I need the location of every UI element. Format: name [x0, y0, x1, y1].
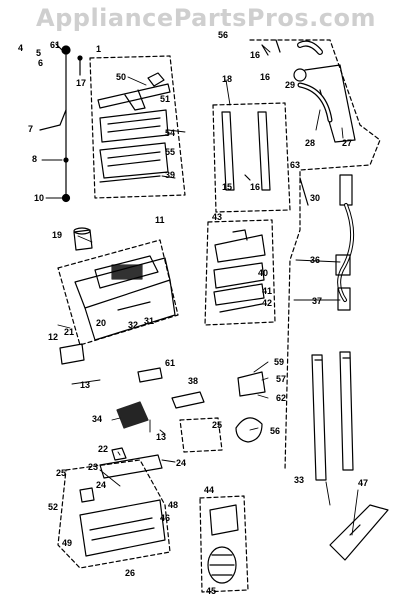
flex-hose [335, 174, 355, 311]
callout-36: 36 [310, 255, 321, 265]
callout-7: 7 [28, 124, 34, 134]
callout-19: 19 [52, 230, 63, 240]
callout-16-b: 16 [260, 72, 271, 82]
callout-8: 8 [32, 154, 38, 164]
callout-17: 17 [76, 78, 87, 88]
callout-46: 46 [160, 513, 171, 523]
part-44-45-tool [207, 504, 239, 584]
callout-56-top: 56 [218, 30, 229, 40]
callout-59: 59 [274, 357, 285, 367]
callout-38: 38 [188, 376, 199, 386]
callout-23: 23 [88, 462, 99, 472]
callout-31: 31 [144, 316, 155, 326]
callout-52: 52 [48, 502, 59, 512]
callout-24-b: 24 [96, 480, 107, 490]
callout-37: 37 [312, 296, 323, 306]
callout-16-c: 16 [250, 182, 261, 192]
callout-1: 1 [96, 44, 102, 54]
wand-tubes [311, 351, 389, 561]
watermark-logo: AppliancePartsPros.com [36, 4, 376, 32]
callout-34: 34 [92, 414, 103, 424]
leader-lines [41, 44, 359, 536]
callout-4: 4 [18, 43, 24, 53]
callout-47: 47 [358, 478, 369, 488]
callout-49: 49 [62, 538, 73, 548]
callout-26: 26 [125, 568, 136, 578]
callout-45: 45 [206, 586, 217, 596]
callout-57: 57 [276, 374, 287, 384]
callout-11: 11 [155, 215, 165, 225]
callout-10: 10 [34, 193, 45, 203]
callout-20: 20 [96, 318, 107, 328]
callout-12: 12 [48, 332, 59, 342]
callout-48: 48 [168, 500, 179, 510]
group-outlines [57, 39, 381, 593]
group-43-tools [213, 229, 266, 313]
callout-40: 40 [258, 268, 269, 278]
callout-41: 41 [262, 286, 273, 296]
callout-27: 27 [342, 138, 353, 148]
callout-15: 15 [222, 182, 233, 192]
callout-25-b: 25 [56, 468, 67, 478]
callout-63: 63 [290, 160, 301, 170]
misc-middle-parts [79, 367, 266, 557]
callout-30: 30 [310, 193, 321, 203]
callout-25-a: 25 [212, 420, 223, 430]
group-1-floor-tools [97, 72, 171, 183]
callout-61-b: 61 [165, 358, 176, 368]
callout-61: 61 [50, 40, 61, 50]
callout-21: 21 [64, 327, 75, 337]
hose-and-wands [221, 39, 356, 206]
callout-62: 62 [276, 393, 287, 403]
callout-29: 29 [285, 80, 296, 90]
callout-50: 50 [116, 72, 127, 82]
callout-56-b: 56 [270, 426, 281, 436]
callout-33: 33 [294, 475, 305, 485]
callout-39: 39 [165, 170, 176, 180]
rod-parts [39, 43, 83, 203]
callout-5: 5 [36, 48, 42, 58]
callout-13: 13 [80, 380, 91, 390]
callout-16-a: 16 [250, 50, 261, 60]
callout-32: 32 [128, 320, 139, 330]
canister-body [59, 227, 176, 365]
callout-55: 55 [165, 147, 176, 157]
callout-42: 42 [262, 298, 273, 308]
callout-51: 51 [160, 94, 171, 104]
callout-24-a: 24 [176, 458, 187, 468]
callout-43: 43 [212, 212, 223, 222]
callout-54: 54 [165, 128, 176, 138]
callout-13-b: 13 [156, 432, 167, 442]
callout-6: 6 [38, 58, 44, 68]
callout-28: 28 [305, 138, 316, 148]
callout-22: 22 [98, 444, 109, 454]
callout-44: 44 [204, 485, 215, 495]
callout-18: 18 [222, 74, 233, 84]
